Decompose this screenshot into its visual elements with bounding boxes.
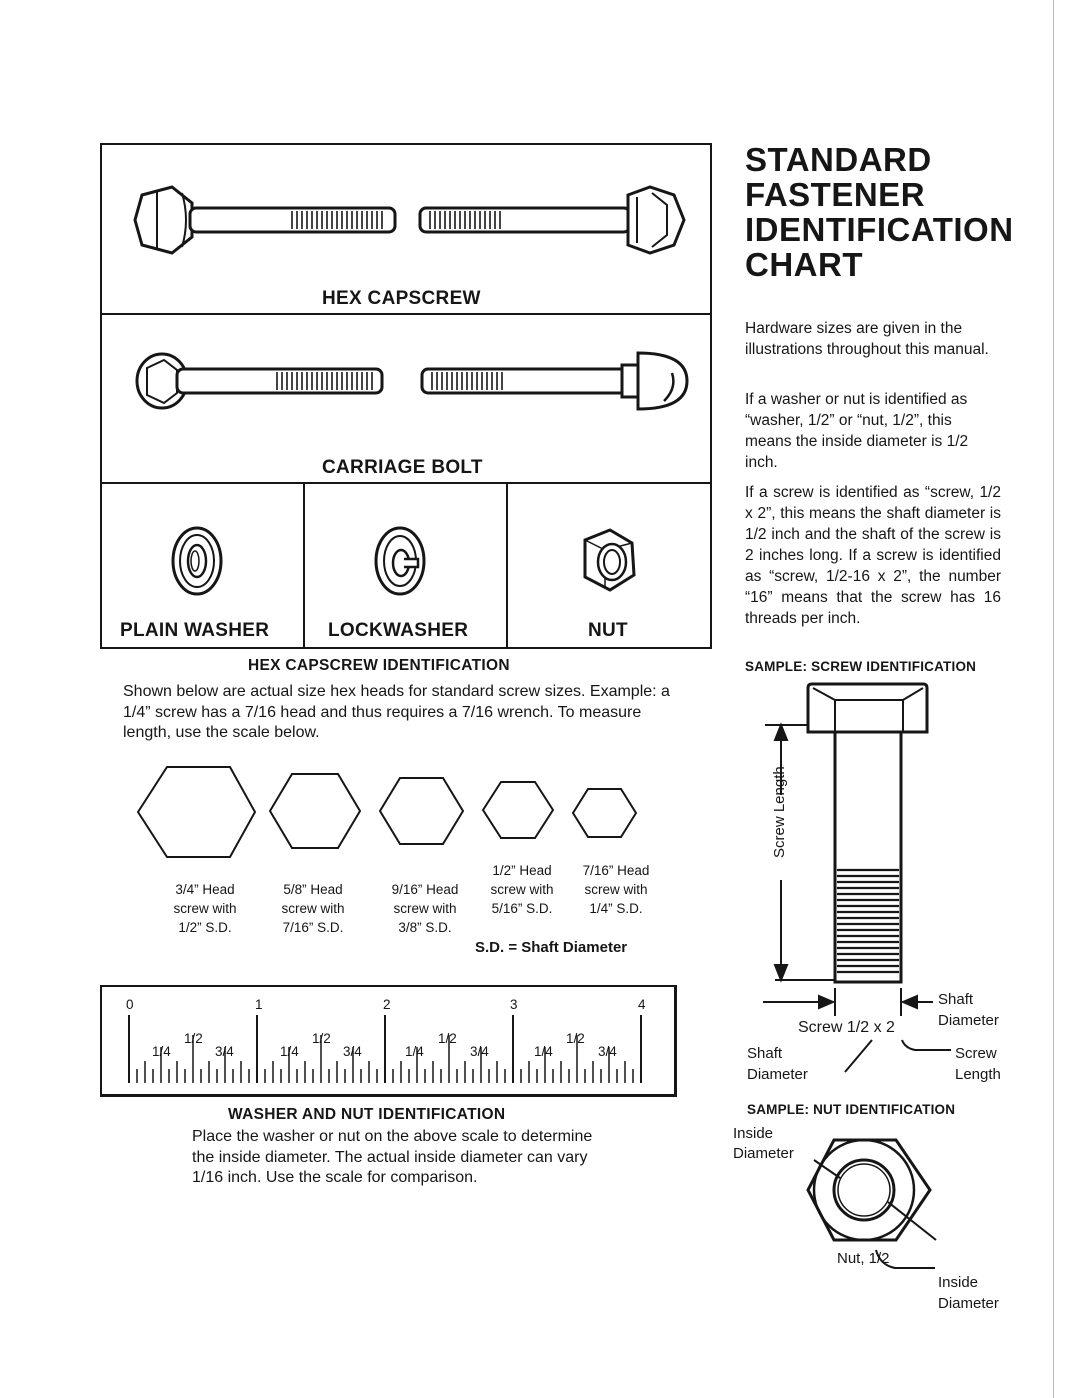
ruler-inch-4: 4: [638, 997, 646, 1012]
shaft-diameter-label-top: Shaft: [938, 991, 974, 1008]
sample-nut-diagram: [806, 1138, 937, 1269]
ruler-ticks: [128, 1015, 642, 1083]
divider-line: [303, 482, 305, 647]
nut-size-label: Nut, 1/2: [837, 1250, 890, 1267]
hex-capscrew-illustration: [133, 185, 686, 255]
ruler-fraction-label: 1/4: [405, 1044, 424, 1059]
divider-line: [506, 482, 508, 647]
screw-formula: Screw 1/2 x 2: [798, 1019, 895, 1036]
ruler-fraction-label: 1/2: [312, 1031, 331, 1046]
hex-head-7-16: [571, 788, 638, 838]
ruler-fraction-label: 1/4: [534, 1044, 553, 1059]
title-line-1: STANDARD: [745, 141, 932, 178]
hex-id-text: Shown below are actual size hex heads fo…: [123, 683, 670, 741]
nut-icon: [583, 528, 636, 592]
lockwasher-icon: [374, 526, 426, 596]
hex-capscrew-label: HEX CAPSCREW: [322, 288, 481, 309]
shaft-diameter-label-bottom: Diameter: [938, 1012, 999, 1029]
hex-head-3-4: [136, 766, 257, 858]
formula-length-label-1: Screw: [955, 1045, 997, 1062]
formula-leader-lines: [844, 1039, 951, 1073]
ruler-fraction-label: 3/4: [343, 1044, 362, 1059]
fastener-chart-box: HEX CAPSCREW CARRIAGE BOLT PLAIN: [100, 143, 712, 649]
intro-paragraph-3: If a screw is identified as “screw, 1/2 …: [745, 484, 1001, 627]
ruler-fraction-label: 1/2: [184, 1031, 203, 1046]
ruler-inch-0: 0: [126, 997, 134, 1012]
ruler-fraction-label: 1/2: [566, 1031, 585, 1046]
ruler-fraction-label: 3/4: [215, 1044, 234, 1059]
washer-nut-heading: WASHER AND NUT IDENTIFICATION: [228, 1106, 506, 1123]
ruler-fraction-label: 1/2: [438, 1031, 457, 1046]
hex-heads-illustration: [136, 766, 638, 858]
formula-shaft-label-2: Diameter: [747, 1066, 808, 1083]
hex-head-9-16: [378, 777, 465, 845]
formula-shaft-label-1: Shaft: [747, 1045, 783, 1062]
hex-head-5-8: [268, 773, 362, 849]
carriage-bolt-label: CARRIAGE BOLT: [322, 457, 483, 478]
intro-paragraph-1: Hardware sizes are given in the illustra…: [745, 320, 989, 358]
formula-length-label-2: Length: [955, 1066, 1001, 1083]
ruler-fraction-label: 3/4: [470, 1044, 489, 1059]
title-line-4: CHART: [745, 246, 863, 283]
ruler-fraction-label: 1/4: [152, 1044, 171, 1059]
intro-paragraph-2: If a washer or nut is identified as “was…: [745, 391, 969, 471]
carriage-bolt-illustration: [135, 351, 689, 411]
nut-diameter-label-2: Diameter: [938, 1295, 999, 1312]
sample-screw-diagram: [763, 682, 933, 1016]
sample-screw-heading: SAMPLE: SCREW IDENTIFICATION: [745, 659, 977, 674]
divider-line: [102, 482, 710, 484]
hex-head-1-2: [481, 781, 555, 839]
ruler-fraction-label: 1/4: [280, 1044, 299, 1059]
divider-line: [102, 313, 710, 315]
ruler-fraction-label: 3/4: [598, 1044, 617, 1059]
hex-id-heading: HEX CAPSCREW IDENTIFICATION: [248, 657, 510, 674]
ruler-inch-2: 2: [383, 997, 391, 1012]
title-line-3: IDENTIFICATION: [745, 211, 1014, 248]
plain-washer-icon: [171, 526, 223, 596]
nut-diameter-label-1: Diameter: [733, 1145, 794, 1162]
nut-inside-label-1: Inside: [733, 1125, 774, 1142]
ruler-inch-1: 1: [255, 997, 263, 1012]
screw-length-label: Screw Length: [771, 766, 788, 858]
sd-legend: S.D. = Shaft Diameter: [475, 939, 628, 956]
plain-washer-label: PLAIN WASHER: [120, 620, 270, 641]
sample-nut-heading: SAMPLE: NUT IDENTIFICATION: [747, 1102, 956, 1117]
title-line-2: FASTENER: [745, 176, 926, 213]
lockwasher-label: LOCKWASHER: [328, 620, 469, 641]
washer-nut-text: Place the washer or nut on the above sca…: [192, 1128, 593, 1186]
ruler-inch-3: 3: [510, 997, 518, 1012]
nut-label: NUT: [588, 620, 628, 641]
page-title: STANDARD FASTENER IDENTIFICATION CHART: [745, 142, 1014, 282]
measuring-scale: 0 1 2 3 4 1/4 1/2 3/4 1/4 1/2 3/4 1/4 1/…: [100, 985, 677, 1097]
nut-inside-label-2: Inside: [938, 1274, 979, 1291]
page-edge-line: [1053, 0, 1054, 1398]
